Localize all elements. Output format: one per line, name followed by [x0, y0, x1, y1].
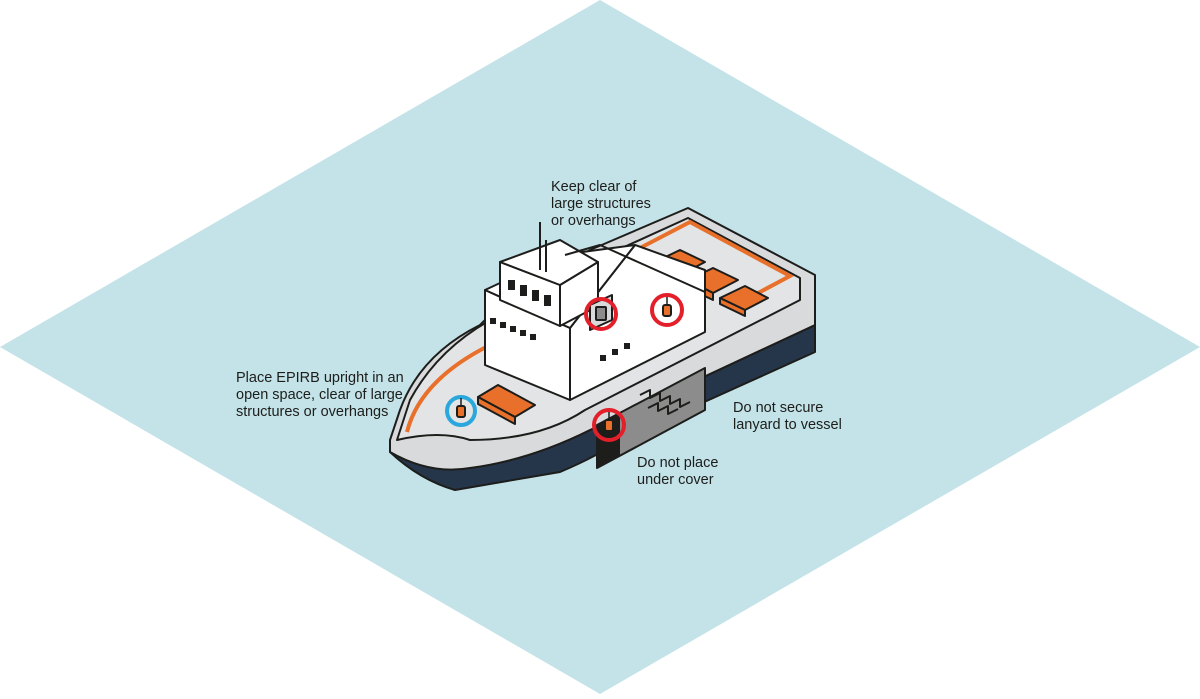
callout-line: or overhangs	[551, 213, 636, 229]
marker-wrong-roof	[650, 293, 684, 327]
marker-correct-bow	[445, 395, 477, 427]
epirb-beacon-icon	[595, 306, 607, 321]
callout-lanyard: Do not secure lanyard to vessel	[733, 400, 842, 434]
callout-place-upright: Place EPIRB upright in an open space, cl…	[236, 370, 404, 421]
callout-line: Do not place	[637, 455, 719, 471]
callout-line: structures or overhangs	[236, 404, 389, 420]
callout-line: Do not secure	[733, 400, 824, 416]
superstructure	[484, 222, 706, 401]
callout-line: open space, clear of large	[236, 387, 403, 403]
epirb-beacon-icon	[456, 398, 466, 418]
epirb-beacon-icon	[604, 412, 614, 432]
callout-line: Place EPIRB upright in an	[236, 370, 404, 386]
marker-wrong-hold	[592, 408, 626, 442]
epirb-beacon-icon	[662, 297, 672, 317]
callout-line: Keep clear of	[551, 179, 637, 195]
callout-line: lanyard to vessel	[733, 417, 842, 433]
callout-keep-clear: Keep clear of large structures or overha…	[551, 179, 651, 230]
callout-under-cover: Do not place under cover	[637, 455, 718, 489]
stern-rail	[639, 219, 795, 302]
callout-line: large structures	[551, 196, 651, 212]
marker-wrong-window	[584, 297, 618, 331]
callout-line: under cover	[637, 472, 714, 488]
